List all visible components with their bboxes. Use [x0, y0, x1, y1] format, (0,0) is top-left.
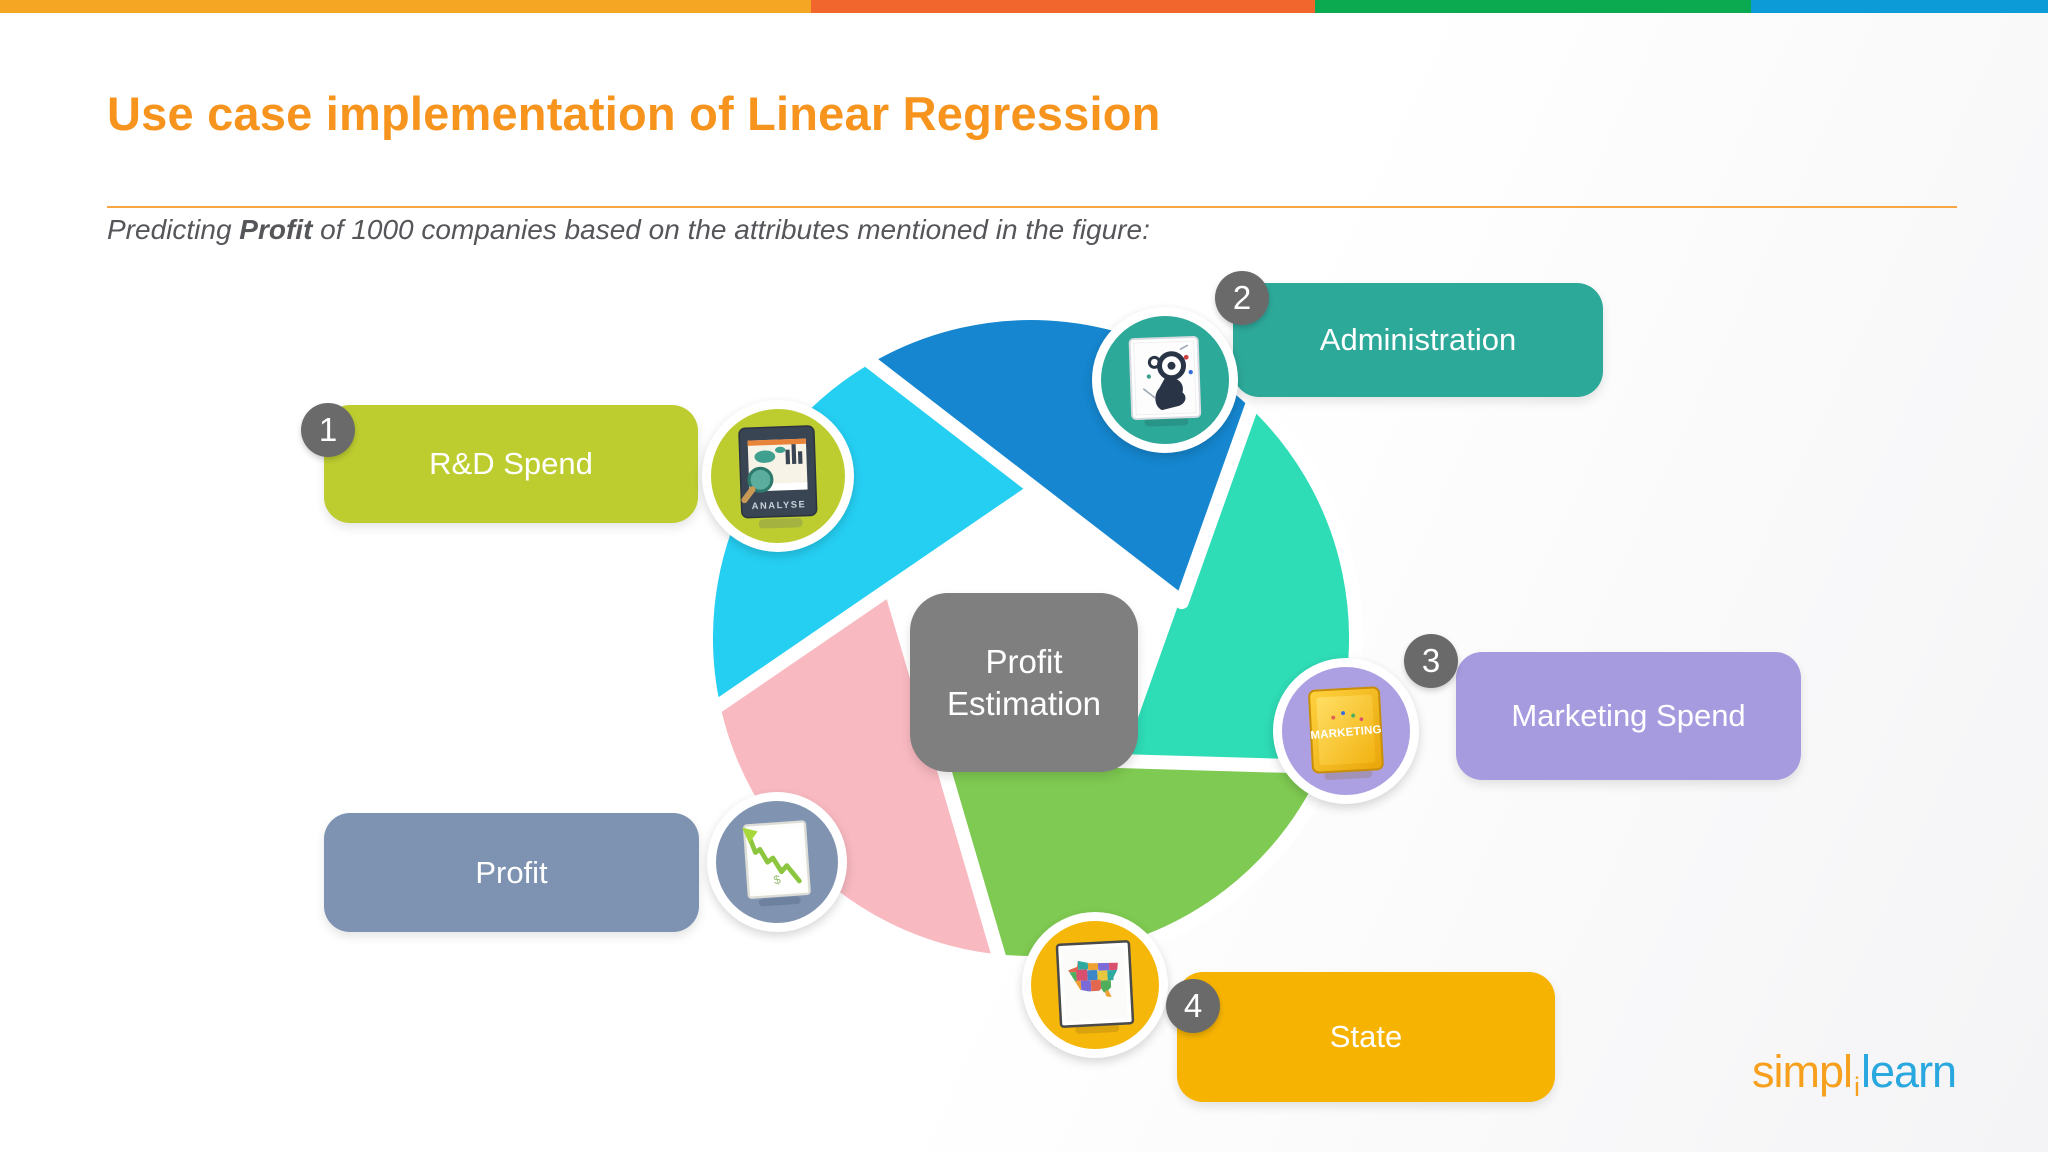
analyse-caption: ANALYSE [752, 499, 807, 511]
rd-spend-icon-circle: ANALYSE [702, 400, 854, 552]
badge-3-number: 3 [1421, 642, 1441, 679]
pill-state-label: State [1329, 1019, 1403, 1054]
pill-state: State [1177, 972, 1555, 1102]
page-title: Use case implementation of Linear Regres… [107, 87, 1161, 140]
badge-3: 3 [1404, 634, 1458, 688]
people-analytics-icon [1128, 335, 1202, 427]
pill-marketing-spend: Marketing Spend [1456, 652, 1801, 780]
center-profit-estimation-box: Profit Estimation [910, 593, 1138, 772]
top-color-bar [0, 0, 2048, 13]
analysis-screen-icon: ANALYSE [738, 425, 818, 529]
badge-1-number: 1 [318, 411, 338, 448]
pill-administration: Administration [1233, 283, 1603, 397]
profit-icon-circle: $ [707, 792, 847, 932]
state-icon-circle [1022, 912, 1168, 1058]
topbar-segment-green [1314, 0, 1752, 13]
topbar-segment-orange [811, 0, 1315, 13]
logo-small-i: i [1854, 1072, 1860, 1102]
badge-2-number: 2 [1232, 279, 1252, 316]
marketing-icon-circle: MARKETING [1273, 658, 1419, 804]
administration-icon-circle [1092, 307, 1238, 453]
pill-rd-spend: R&D Spend [324, 405, 698, 523]
center-box-line1: Profit [985, 642, 1063, 680]
title-underline [107, 206, 1957, 208]
badge-1: 1 [301, 403, 355, 457]
subtitle-prefix: Predicting [107, 214, 240, 245]
pill-administration-label: Administration [1319, 322, 1517, 357]
topbar-segment-amber [0, 0, 811, 13]
topbar-segment-blue [1751, 0, 2048, 13]
logo-learn: learn [1861, 1046, 1957, 1097]
badge-4-number: 4 [1183, 987, 1203, 1024]
subtitle-rest: of 1000 companies based on the attribute… [312, 214, 1150, 245]
pill-rd-spend-label: R&D Spend [429, 446, 593, 481]
logo-simpl: simpl [1752, 1046, 1853, 1097]
center-box-line2: Estimation [946, 684, 1102, 722]
marketing-sign-icon: MARKETING [1308, 686, 1384, 780]
badge-4: 4 [1166, 979, 1220, 1033]
simplilearn-logo: simplilearn [1752, 1046, 1957, 1103]
badge-2: 2 [1215, 271, 1269, 325]
pill-profit: Profit [324, 813, 699, 932]
subtitle: Predicting Profit of 1000 companies base… [107, 214, 1150, 246]
pill-profit-label: Profit [475, 854, 548, 890]
usa-map-icon [1055, 939, 1135, 1034]
trend-arrow-icon: $ [742, 820, 811, 907]
subtitle-highlight: Profit [239, 214, 313, 245]
pill-marketing-spend-label: Marketing Spend [1511, 698, 1746, 733]
